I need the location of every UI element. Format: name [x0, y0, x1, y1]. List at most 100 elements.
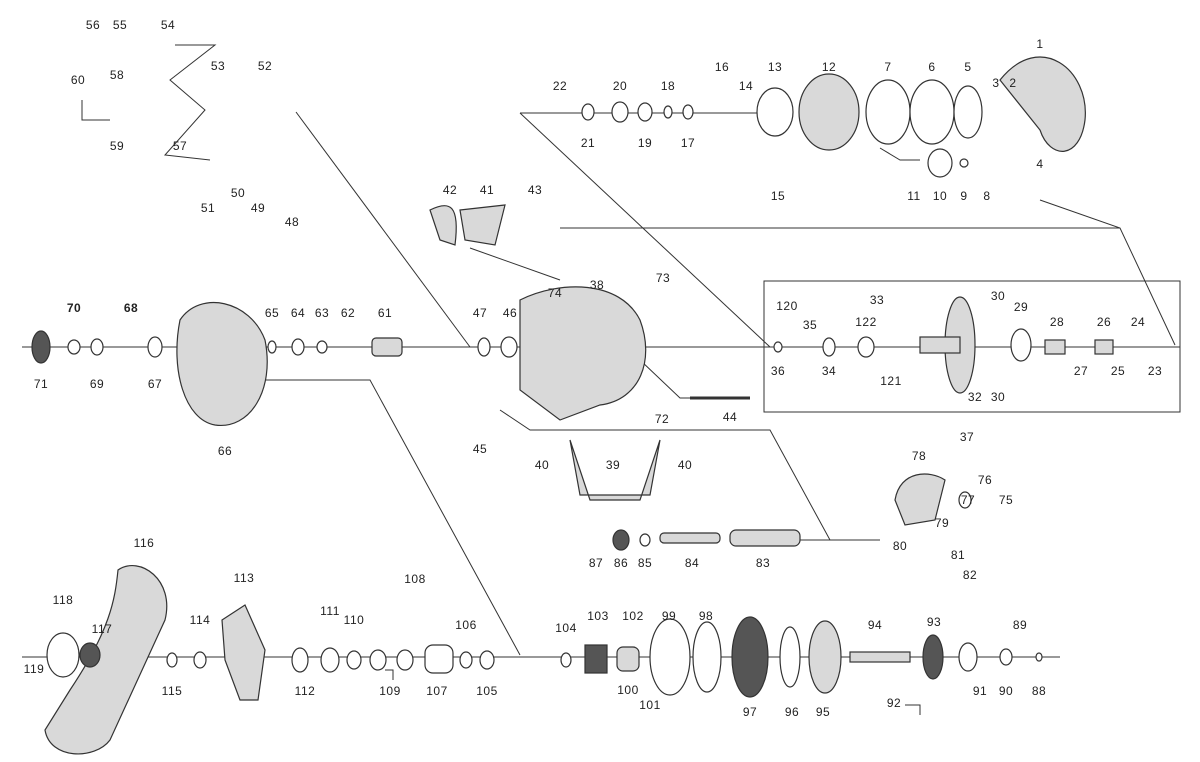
washer-part — [773, 341, 783, 353]
ring-part — [909, 79, 955, 145]
ring-part — [959, 158, 969, 168]
bearing-part — [999, 648, 1013, 666]
part-label-28: 28 — [1049, 315, 1065, 329]
part-label-30: 30 — [990, 289, 1006, 303]
washer-part — [90, 338, 104, 356]
ring-part — [953, 85, 983, 139]
washer-part — [67, 339, 81, 355]
washer-part — [560, 652, 572, 668]
part-label-57: 57 — [172, 139, 188, 153]
part-label-71: 71 — [33, 377, 49, 391]
nut-part — [79, 642, 101, 668]
ring-part — [267, 340, 277, 354]
handle-plate-part — [46, 632, 80, 678]
part-label-91: 91 — [972, 684, 988, 698]
bearing-part — [958, 491, 972, 509]
spring-part — [1044, 339, 1066, 355]
drag-washer-part — [649, 618, 691, 696]
part-label-5: 5 — [964, 60, 972, 74]
ring-part — [291, 338, 305, 356]
ring-part — [663, 105, 673, 119]
gear-part — [612, 529, 630, 551]
leader-line — [639, 359, 750, 399]
click-gear-part — [808, 620, 842, 694]
part-label-118: 118 — [52, 593, 74, 607]
part-label-108: 108 — [404, 572, 426, 586]
part-label-52: 52 — [257, 59, 273, 73]
leader-line — [905, 704, 921, 715]
bearing-part — [639, 533, 651, 547]
main-gear-part — [731, 616, 769, 698]
part-label-41: 41 — [479, 183, 495, 197]
part-label-1: 1 — [1036, 37, 1044, 51]
side-cover-part — [999, 56, 1086, 152]
part-label-106: 106 — [455, 618, 477, 632]
part-label-33: 33 — [869, 293, 885, 307]
part-label-12: 12 — [821, 60, 837, 74]
part-label-100: 100 — [617, 683, 639, 697]
part-label-46: 46 — [502, 306, 518, 320]
side-plate-part — [176, 302, 268, 426]
part-label-81: 81 — [950, 548, 966, 562]
part-label-69: 69 — [89, 377, 105, 391]
ring-part — [682, 104, 694, 120]
part-label-22: 22 — [552, 79, 568, 93]
part-label-21: 21 — [580, 136, 596, 150]
part-label-29: 29 — [1013, 300, 1029, 314]
part-label-80: 80 — [892, 539, 908, 553]
part-label-36: 36 — [770, 364, 786, 378]
part-label-103: 103 — [587, 609, 609, 623]
ring-part — [637, 102, 653, 122]
part-label-16: 16 — [714, 60, 730, 74]
knob-part — [31, 330, 51, 364]
part-label-6: 6 — [928, 60, 936, 74]
rotor-part — [798, 73, 860, 151]
part-label-20: 20 — [612, 79, 628, 93]
part-label-51: 51 — [200, 201, 216, 215]
part-label-68: 68 — [123, 301, 139, 315]
part-label-78: 78 — [911, 449, 927, 463]
part-label-44: 44 — [722, 410, 738, 424]
washer-part — [147, 336, 163, 358]
part-label-110: 110 — [343, 613, 365, 627]
part-label-45: 45 — [472, 442, 488, 456]
part-label-42: 42 — [442, 183, 458, 197]
part-label-10: 10 — [932, 189, 948, 203]
part-label-120: 120 — [776, 299, 798, 313]
part-label-2: 2 — [1009, 76, 1017, 90]
part-label-93: 93 — [926, 615, 942, 629]
bearing-part — [1010, 328, 1032, 362]
part-label-55: 55 — [112, 18, 128, 32]
leader-line — [81, 100, 110, 121]
collar-part — [616, 646, 640, 672]
part-label-86: 86 — [613, 556, 629, 570]
part-label-34: 34 — [821, 364, 837, 378]
part-label-11: 11 — [907, 189, 921, 203]
washer-part — [193, 651, 207, 669]
line-guide-part — [894, 473, 946, 526]
part-label-70: 70 — [66, 301, 82, 315]
part-label-18: 18 — [660, 79, 676, 93]
part-label-58: 58 — [109, 68, 125, 82]
part-label-85: 85 — [637, 556, 653, 570]
part-label-96: 96 — [784, 705, 800, 719]
washer-part — [479, 650, 495, 670]
bearing-part — [477, 337, 491, 357]
one-way-bearing-part — [584, 644, 608, 674]
washer-part — [166, 652, 178, 668]
part-label-113: 113 — [233, 571, 255, 585]
washer-part — [369, 649, 387, 671]
part-label-63: 63 — [314, 306, 330, 320]
ring-part — [927, 148, 953, 178]
part-label-75: 75 — [998, 493, 1014, 507]
part-label-84: 84 — [684, 556, 700, 570]
spool-part — [919, 336, 961, 354]
part-label-39: 39 — [605, 458, 621, 472]
leader-line — [499, 409, 880, 541]
part-label-87: 87 — [588, 556, 604, 570]
part-label-107: 107 — [426, 684, 448, 698]
part-label-4: 4 — [1036, 157, 1044, 171]
part-label-111: 111 — [320, 604, 340, 618]
frame-part — [519, 286, 647, 421]
